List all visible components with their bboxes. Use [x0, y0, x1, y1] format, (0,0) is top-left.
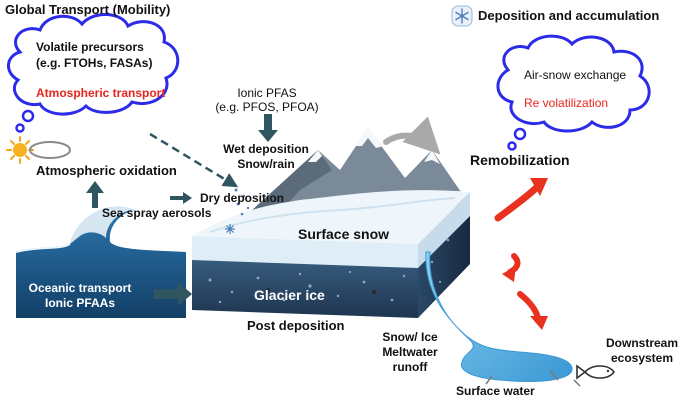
- surface-water-pointer-2: [549, 369, 559, 381]
- atmospheric-transport-label: Atmospheric transport: [36, 86, 166, 100]
- surface-water-label: Surface water: [456, 384, 535, 398]
- remobilization-label: Remobilization: [470, 152, 570, 168]
- red-arrow-middle: [502, 253, 521, 282]
- downstream-line1: Downstream: [605, 336, 679, 350]
- air-snow-exchange-label: Air-snow exchange: [524, 68, 627, 82]
- sun-icon: [6, 136, 71, 164]
- surface-water-pointer: [485, 375, 493, 385]
- downstream-line2: ecosystem: [610, 351, 674, 365]
- oceanic-line2: Ionic PFAAs: [44, 296, 115, 310]
- oceanic-line1: Oceanic transport: [28, 281, 132, 295]
- meltwater-line3: runoff: [392, 360, 428, 374]
- surface-snow-label: Surface snow: [298, 226, 390, 242]
- dry-deposition-arrow: [170, 192, 192, 204]
- meltwater-river: [425, 251, 573, 382]
- oxidation-up-arrow: [86, 181, 104, 208]
- red-arrow-bottom: [517, 291, 548, 330]
- snowflake-icon: [451, 5, 473, 27]
- title-deposition-accumulation: Deposition and accumulation: [478, 8, 660, 23]
- re-volatilization-label: Re volatilization: [524, 96, 609, 110]
- dashed-transport-arrow: [149, 132, 239, 188]
- gray-curved-arrow: [383, 116, 441, 155]
- ionic-pfas-line2: (e.g. PFOS, PFOA): [215, 100, 319, 114]
- ecosystem-pointer: [573, 379, 581, 387]
- right-thought-cloud: [496, 34, 651, 151]
- atmospheric-oxidation-label: Atmospheric oxidation: [36, 163, 177, 178]
- falling-snowflakes: [225, 188, 250, 234]
- ocean-to-glacier-arrow: [154, 282, 192, 306]
- sea-spray-aerosols-label: Sea spray aerosols: [102, 206, 212, 220]
- ice-block: [192, 190, 470, 318]
- volatile-precursors-line1: Volatile precursors: [36, 40, 144, 54]
- title-global-transport: Global Transport (Mobility): [5, 2, 171, 17]
- post-deposition-label: Post deposition: [247, 318, 345, 333]
- wet-deposition-line2: Snow/rain: [237, 157, 295, 171]
- meltwater-line1: Snow/ Ice: [382, 330, 438, 344]
- wet-deposition-line1: Wet deposition: [223, 142, 309, 156]
- ionic-pfas-down-arrow: [258, 114, 278, 142]
- volatile-precursors-line2: (e.g. FTOHs, FASAs): [36, 56, 153, 70]
- red-arrow-top: [494, 178, 548, 222]
- fish-icon: [576, 364, 616, 380]
- meltwater-line2: Meltwater: [382, 345, 438, 359]
- dry-deposition-label: Dry deposition: [200, 191, 285, 205]
- ocean-wave: [15, 206, 186, 318]
- left-thought-cloud: [7, 13, 180, 133]
- ionic-pfas-line1: Ionic PFAS: [237, 86, 297, 100]
- glacier-ice-label: Glacier ice: [254, 287, 325, 303]
